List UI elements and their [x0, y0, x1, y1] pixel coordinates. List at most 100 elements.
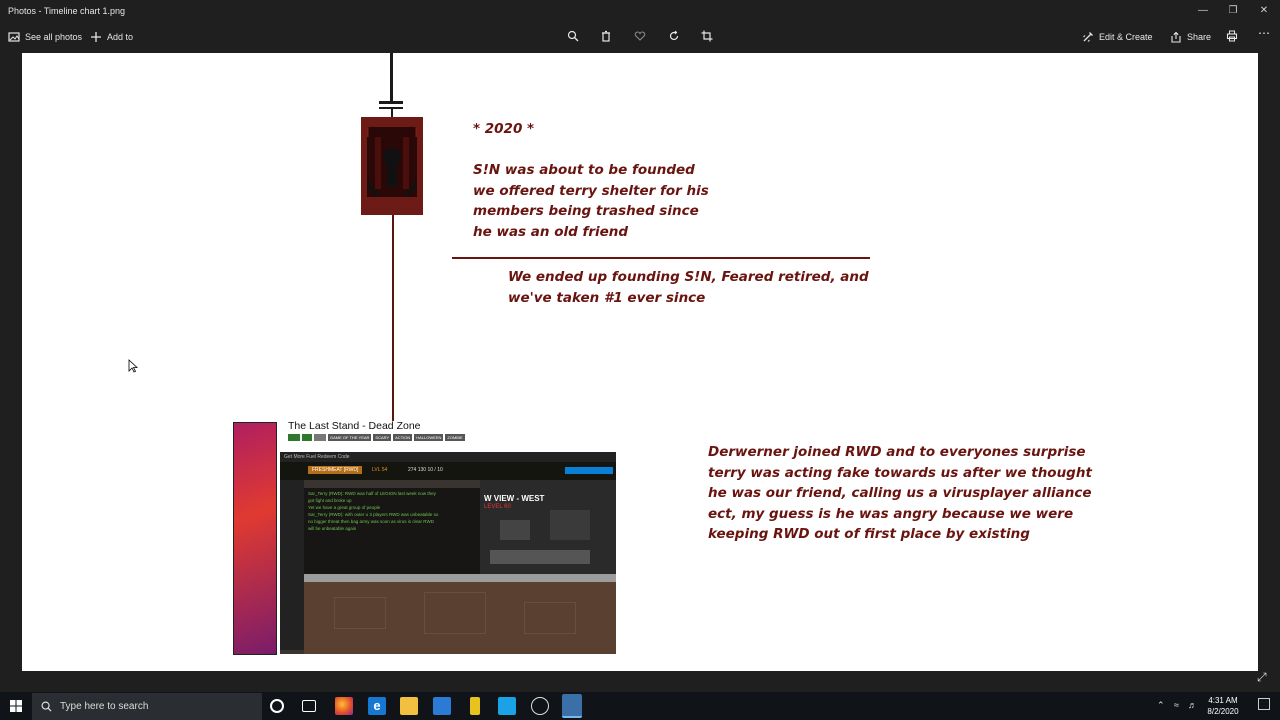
tag-halloween: HALLOWEEN — [414, 434, 444, 441]
restore-button[interactable]: ❐ — [1228, 5, 1238, 16]
game-title: The Last Stand - Dead Zone — [288, 420, 421, 432]
more-options-icon[interactable]: ⋯ — [1258, 26, 1270, 40]
title-bar: Photos - Timeline chart 1.png — ❐ ✕ — [0, 0, 1280, 22]
game-ground — [304, 582, 616, 654]
player-stats: 274 130 10 / 10 — [408, 467, 443, 473]
map-sublabel: LEVEL 60 — [484, 504, 511, 510]
mouse-cursor-icon — [128, 359, 138, 373]
search-icon — [41, 701, 52, 712]
app-icon-circle[interactable] — [531, 697, 549, 715]
photos-toolbar: See all photos Add to Edit & Create Shar… — [0, 22, 1280, 52]
app-icon-yellow[interactable] — [470, 697, 480, 715]
search-placeholder: Type here to search — [60, 701, 149, 712]
player-level: LVL 54 — [372, 467, 388, 473]
badge-grey — [314, 434, 326, 441]
game-top-bar: Get More Fuel Redeem Code — [280, 452, 616, 462]
rating-badge — [288, 434, 300, 441]
game-hud: FRESHMEAT [RWD] LVL 54 274 130 10 / 10 — [280, 462, 616, 480]
tag-scary: SCARY — [373, 434, 392, 441]
game-road — [304, 574, 616, 582]
game-chat-box: Sar_Terry (RWD): RWD was half of LEGION … — [304, 488, 480, 576]
timeline-line-main — [392, 215, 394, 421]
network-icon[interactable]: ≈ — [1174, 700, 1179, 710]
tray-expand-icon[interactable]: ⌃ — [1157, 700, 1165, 710]
app-icon-blue[interactable] — [498, 697, 516, 715]
map-label: W VIEW - WEST — [484, 494, 545, 503]
trash-icon — [602, 30, 610, 42]
tag-zombie: ZOMBIE — [445, 434, 465, 441]
see-all-photos-button[interactable]: See all photos — [8, 29, 82, 45]
note-founding: We ended up founding S!N, Feared retired… — [508, 269, 869, 306]
clock-date: 8/2/2020 — [1207, 707, 1239, 716]
photos-app-icon[interactable] — [562, 694, 582, 718]
task-view-icon[interactable] — [302, 700, 316, 712]
crop-button[interactable] — [701, 30, 715, 44]
note-rwd: Derwerner joined RWD and to everyones su… — [708, 444, 1092, 542]
tag-action: ACTION — [393, 434, 413, 441]
share-icon — [1171, 31, 1181, 43]
plus-icon — [91, 32, 101, 42]
add-to-button[interactable]: Add to — [90, 29, 133, 45]
share-label: Share — [1187, 32, 1212, 42]
game-tags: GAME OF THE YEAR SCARY ACTION HALLOWEEN … — [288, 434, 465, 441]
firefox-icon[interactable] — [335, 697, 353, 715]
favorite-button[interactable] — [634, 30, 648, 44]
image-canvas: * 2020 * S!N was about to be founded we … — [22, 53, 1258, 671]
game-side-menu — [280, 480, 304, 650]
crop-icon — [701, 30, 713, 42]
player-name: FRESHMEAT [RWD] — [308, 466, 363, 474]
tag-game-of-the-year: GAME OF THE YEAR — [328, 434, 372, 441]
sin-banner-image — [361, 117, 423, 215]
see-all-photos-label: See all photos — [25, 32, 83, 42]
chat-line: Sar_Terry (RWD): RWD was half of LEGION … — [308, 491, 436, 496]
chat-line: Sar_Terry (RWD): with outer u 3 players … — [308, 512, 439, 517]
badge-green — [302, 434, 312, 441]
zoom-button[interactable] — [567, 30, 581, 44]
start-button[interactable] — [0, 692, 32, 720]
edge-icon[interactable]: e — [368, 697, 386, 715]
print-button[interactable] — [1226, 30, 1240, 44]
share-button[interactable]: Share — [1170, 29, 1211, 45]
volume-icon[interactable]: ♬ — [1188, 700, 1197, 710]
chat-line: no bigger threat then bag army was soon … — [308, 519, 434, 524]
chat-line: Yet we have a great group of people — [308, 505, 381, 510]
game-map-area — [480, 480, 616, 580]
note-2020: * 2020 * S!N was about to be founded we … — [473, 121, 709, 240]
timeline-tick-2 — [379, 107, 403, 109]
banner-emblem — [365, 127, 419, 199]
game-card: The Last Stand - Dead Zone GAME OF THE Y… — [233, 420, 617, 655]
add-to-label: Add to — [107, 32, 134, 42]
delete-button[interactable] — [600, 30, 614, 44]
file-explorer-icon[interactable] — [400, 697, 418, 715]
skull-emblem-icon — [365, 127, 419, 199]
rotate-button[interactable] — [668, 30, 682, 44]
zoom-icon — [567, 30, 579, 42]
windows-icon — [10, 700, 22, 712]
print-icon — [1226, 30, 1238, 42]
cortana-icon[interactable] — [270, 699, 284, 713]
window-title: Photos - Timeline chart 1.png — [8, 6, 126, 16]
game-poster-image — [233, 422, 277, 655]
fullscreen-icon[interactable]: ⤢ — [1257, 670, 1267, 684]
clock-time: 4:31 AM — [1208, 696, 1238, 705]
taskbar: Type here to search e ⌃ ≈ ♬ 4:31 AM 8/2/… — [0, 692, 1280, 720]
game-screenshot: Get More Fuel Redeem Code FRESHMEAT [RWD… — [280, 452, 616, 654]
edit-create-button[interactable]: Edit & Create — [1082, 29, 1153, 45]
photos-icon — [8, 32, 20, 42]
chat-line: will be unbeatable again — [308, 526, 357, 531]
heart-icon — [634, 31, 646, 41]
taskbar-search-box[interactable]: Type here to search — [32, 693, 262, 720]
xp-bar — [565, 467, 613, 474]
close-button[interactable]: ✕ — [1259, 5, 1269, 16]
timeline-line-top — [390, 53, 393, 103]
notifications-icon[interactable] — [1258, 698, 1270, 710]
taskbar-clock[interactable]: 4:31 AM 8/2/2020 — [1196, 695, 1250, 717]
chat-line: got fight and broke up — [308, 498, 352, 503]
minimize-button[interactable]: — — [1198, 5, 1208, 16]
edit-create-label: Edit & Create — [1099, 32, 1153, 42]
store-icon[interactable] — [433, 697, 451, 715]
timeline-tick-1 — [379, 101, 403, 104]
edit-icon — [1083, 32, 1093, 42]
separator-line — [452, 257, 870, 259]
timeline-connector — [391, 109, 393, 119]
